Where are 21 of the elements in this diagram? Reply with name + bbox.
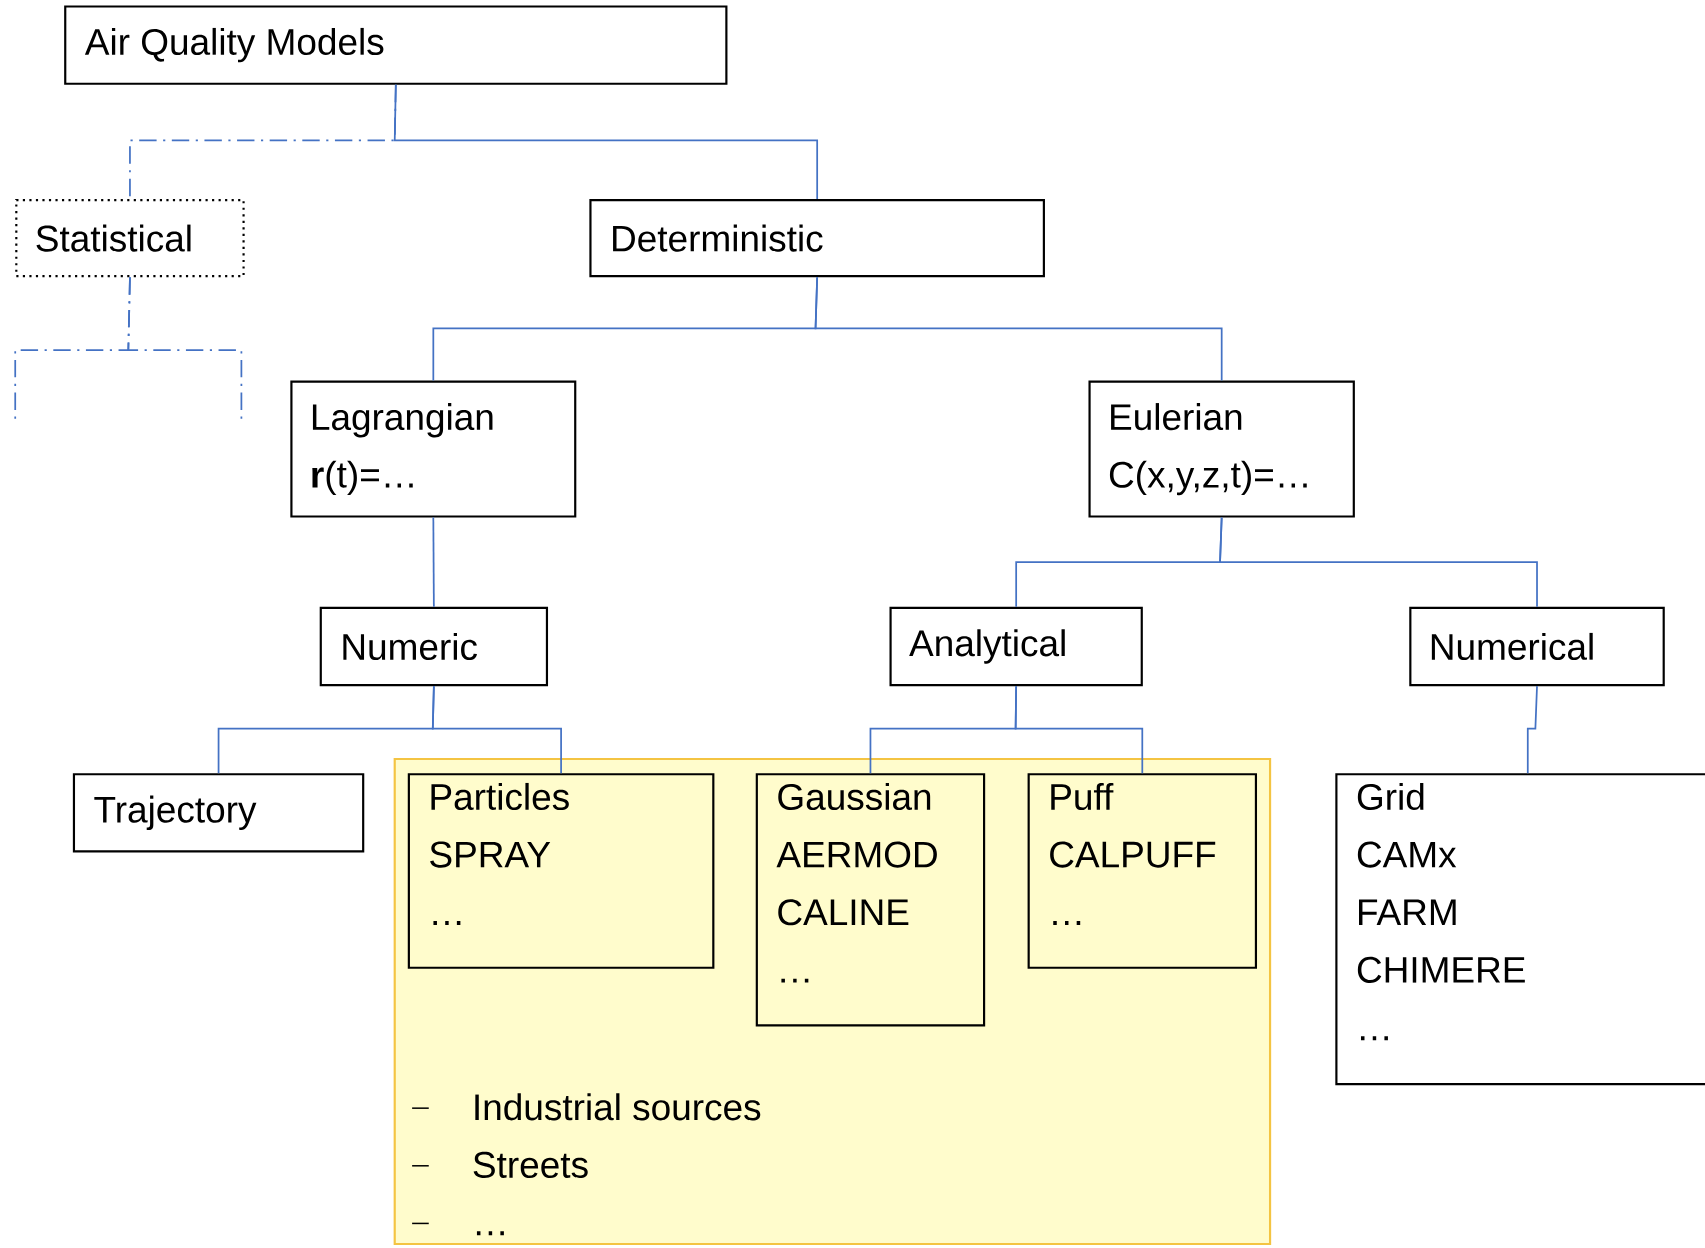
model-box: Numerical bbox=[1409, 606, 1665, 686]
connector-line bbox=[431, 685, 562, 774]
model-box: Air Quality Models bbox=[64, 5, 728, 85]
connector-line bbox=[1219, 516, 1538, 608]
connector-line bbox=[432, 516, 435, 608]
model-box: Deterministic bbox=[589, 198, 1045, 278]
model-box: Numeric bbox=[319, 606, 549, 686]
model-box: Particles SPRAY … bbox=[407, 773, 715, 969]
model-box: Puff CALPUFF … bbox=[1027, 773, 1258, 969]
connector-line bbox=[1526, 685, 1538, 774]
connector-line bbox=[127, 276, 243, 420]
model-box: Trajectory bbox=[72, 773, 365, 853]
model-box: Grid CAMx FARM CHIMERE … bbox=[1335, 773, 1705, 1086]
connector-line bbox=[393, 83, 819, 200]
connector-line bbox=[814, 276, 1223, 382]
model-box: Analytical bbox=[889, 606, 1143, 686]
connector-line bbox=[1014, 685, 1144, 774]
model-box: Lagrangian r(t)=… bbox=[290, 380, 577, 518]
model-box: Statistical bbox=[15, 198, 245, 278]
model-box: Eulerian C(x,y,z,t)=… bbox=[1088, 380, 1355, 518]
model-box: Gaussian AERMOD CALINE … bbox=[755, 773, 986, 1027]
